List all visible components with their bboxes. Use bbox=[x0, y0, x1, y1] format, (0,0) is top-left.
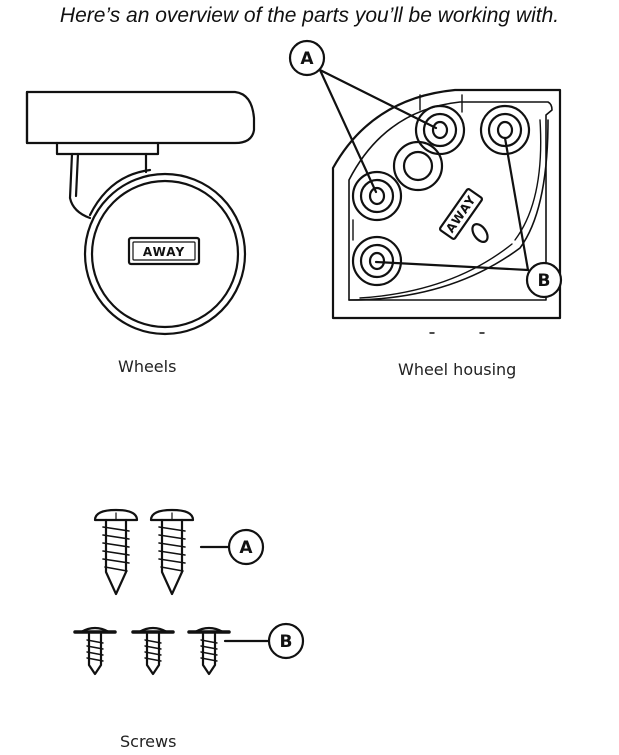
screw-a-icon bbox=[149, 508, 195, 596]
wheel-housing-caption: Wheel housing bbox=[398, 360, 517, 379]
callout-label: B bbox=[538, 271, 551, 291]
wheel-icon bbox=[25, 90, 256, 336]
callout-label: A bbox=[239, 538, 253, 558]
callout-b-screws: B bbox=[267, 622, 305, 660]
screw-b-icon bbox=[187, 626, 231, 676]
screw-b-icon bbox=[73, 626, 117, 676]
callout-a-screws: A bbox=[227, 528, 265, 566]
callout-b-housing: B bbox=[525, 261, 563, 299]
screw-a-icon bbox=[93, 508, 139, 596]
callout-lines-housing bbox=[318, 68, 530, 272]
callout-label: A bbox=[300, 49, 314, 69]
callout-a-housing: A bbox=[288, 39, 326, 77]
screws-caption: Screws bbox=[120, 732, 177, 751]
screw-b-icon bbox=[131, 626, 175, 676]
wheel-housing-icon bbox=[331, 88, 562, 334]
page-heading: Here’s an overview of the parts you’ll b… bbox=[59, 4, 560, 27]
wheels-caption: Wheels bbox=[118, 357, 177, 376]
wheel-logo: AWAY bbox=[143, 245, 185, 259]
callout-label: B bbox=[280, 632, 293, 652]
